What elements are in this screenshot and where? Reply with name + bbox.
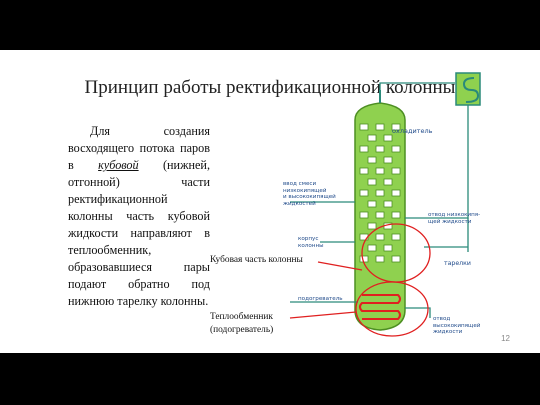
high-boiling-outlet-label: отвод высококипящей жидкости — [433, 316, 480, 336]
heater-coil — [359, 294, 401, 320]
heat-exchanger-annotation-line: Теплообменник — [210, 312, 273, 322]
casing-label-line: корпус — [298, 236, 319, 242]
body-text-emphasis: кубовой — [98, 158, 139, 172]
trays-label: тарелки — [444, 260, 471, 267]
high-boiling-label-line: жидкости — [433, 329, 463, 336]
feed-label: ввод смеси низкокипящей и высококипящей … — [283, 181, 336, 207]
low-boiling-label-line: щей жидкости — [428, 218, 472, 225]
still-section-annotation: Кубовая часть колонны — [210, 255, 303, 265]
rectification-column-diagram — [289, 72, 481, 337]
cooler-label: охладитель — [392, 127, 433, 135]
feed-label-line: жидкостей — [283, 200, 316, 207]
low-boiling-label-line: отвод низкокипя- — [428, 212, 481, 218]
high-boiling-label-line: отвод — [433, 316, 451, 322]
casing-label: корпус колонны — [298, 236, 324, 249]
low-boiling-outlet-label: отвод низкокипя- щей жидкости — [428, 212, 480, 225]
slide-title: Принцип работы ректификационной колонны — [84, 77, 456, 98]
body-text-start: Для создания восходящего потока паров в — [68, 124, 210, 172]
slide: Принцип работы ректификационной колонны … — [0, 50, 540, 353]
body-text-end: (нижней, отгонной) части ректификационно… — [68, 158, 210, 308]
heat-exchanger-annotation-line: (подогреватель) — [210, 325, 274, 335]
heater-label: подогреватель — [298, 296, 343, 302]
body-paragraph: Для создания восходящего потока паров в … — [68, 123, 210, 310]
column-trays — [359, 123, 401, 263]
page-number: 12 — [501, 334, 510, 343]
pipes — [290, 82, 469, 318]
heater-annotation-marks — [289, 281, 429, 337]
high-boiling-label-line: высококипящей — [433, 322, 481, 329]
cooler-icon — [455, 72, 481, 150]
feed-label-line: и высококипящей — [283, 194, 336, 201]
feed-label-line: ввод смеси — [283, 181, 317, 187]
heat-exchanger-annotation: Теплообменник (подогреватель) — [210, 311, 273, 337]
casing-label-line: колонны — [298, 242, 324, 249]
feed-label-line: низкокипящей — [283, 187, 327, 194]
